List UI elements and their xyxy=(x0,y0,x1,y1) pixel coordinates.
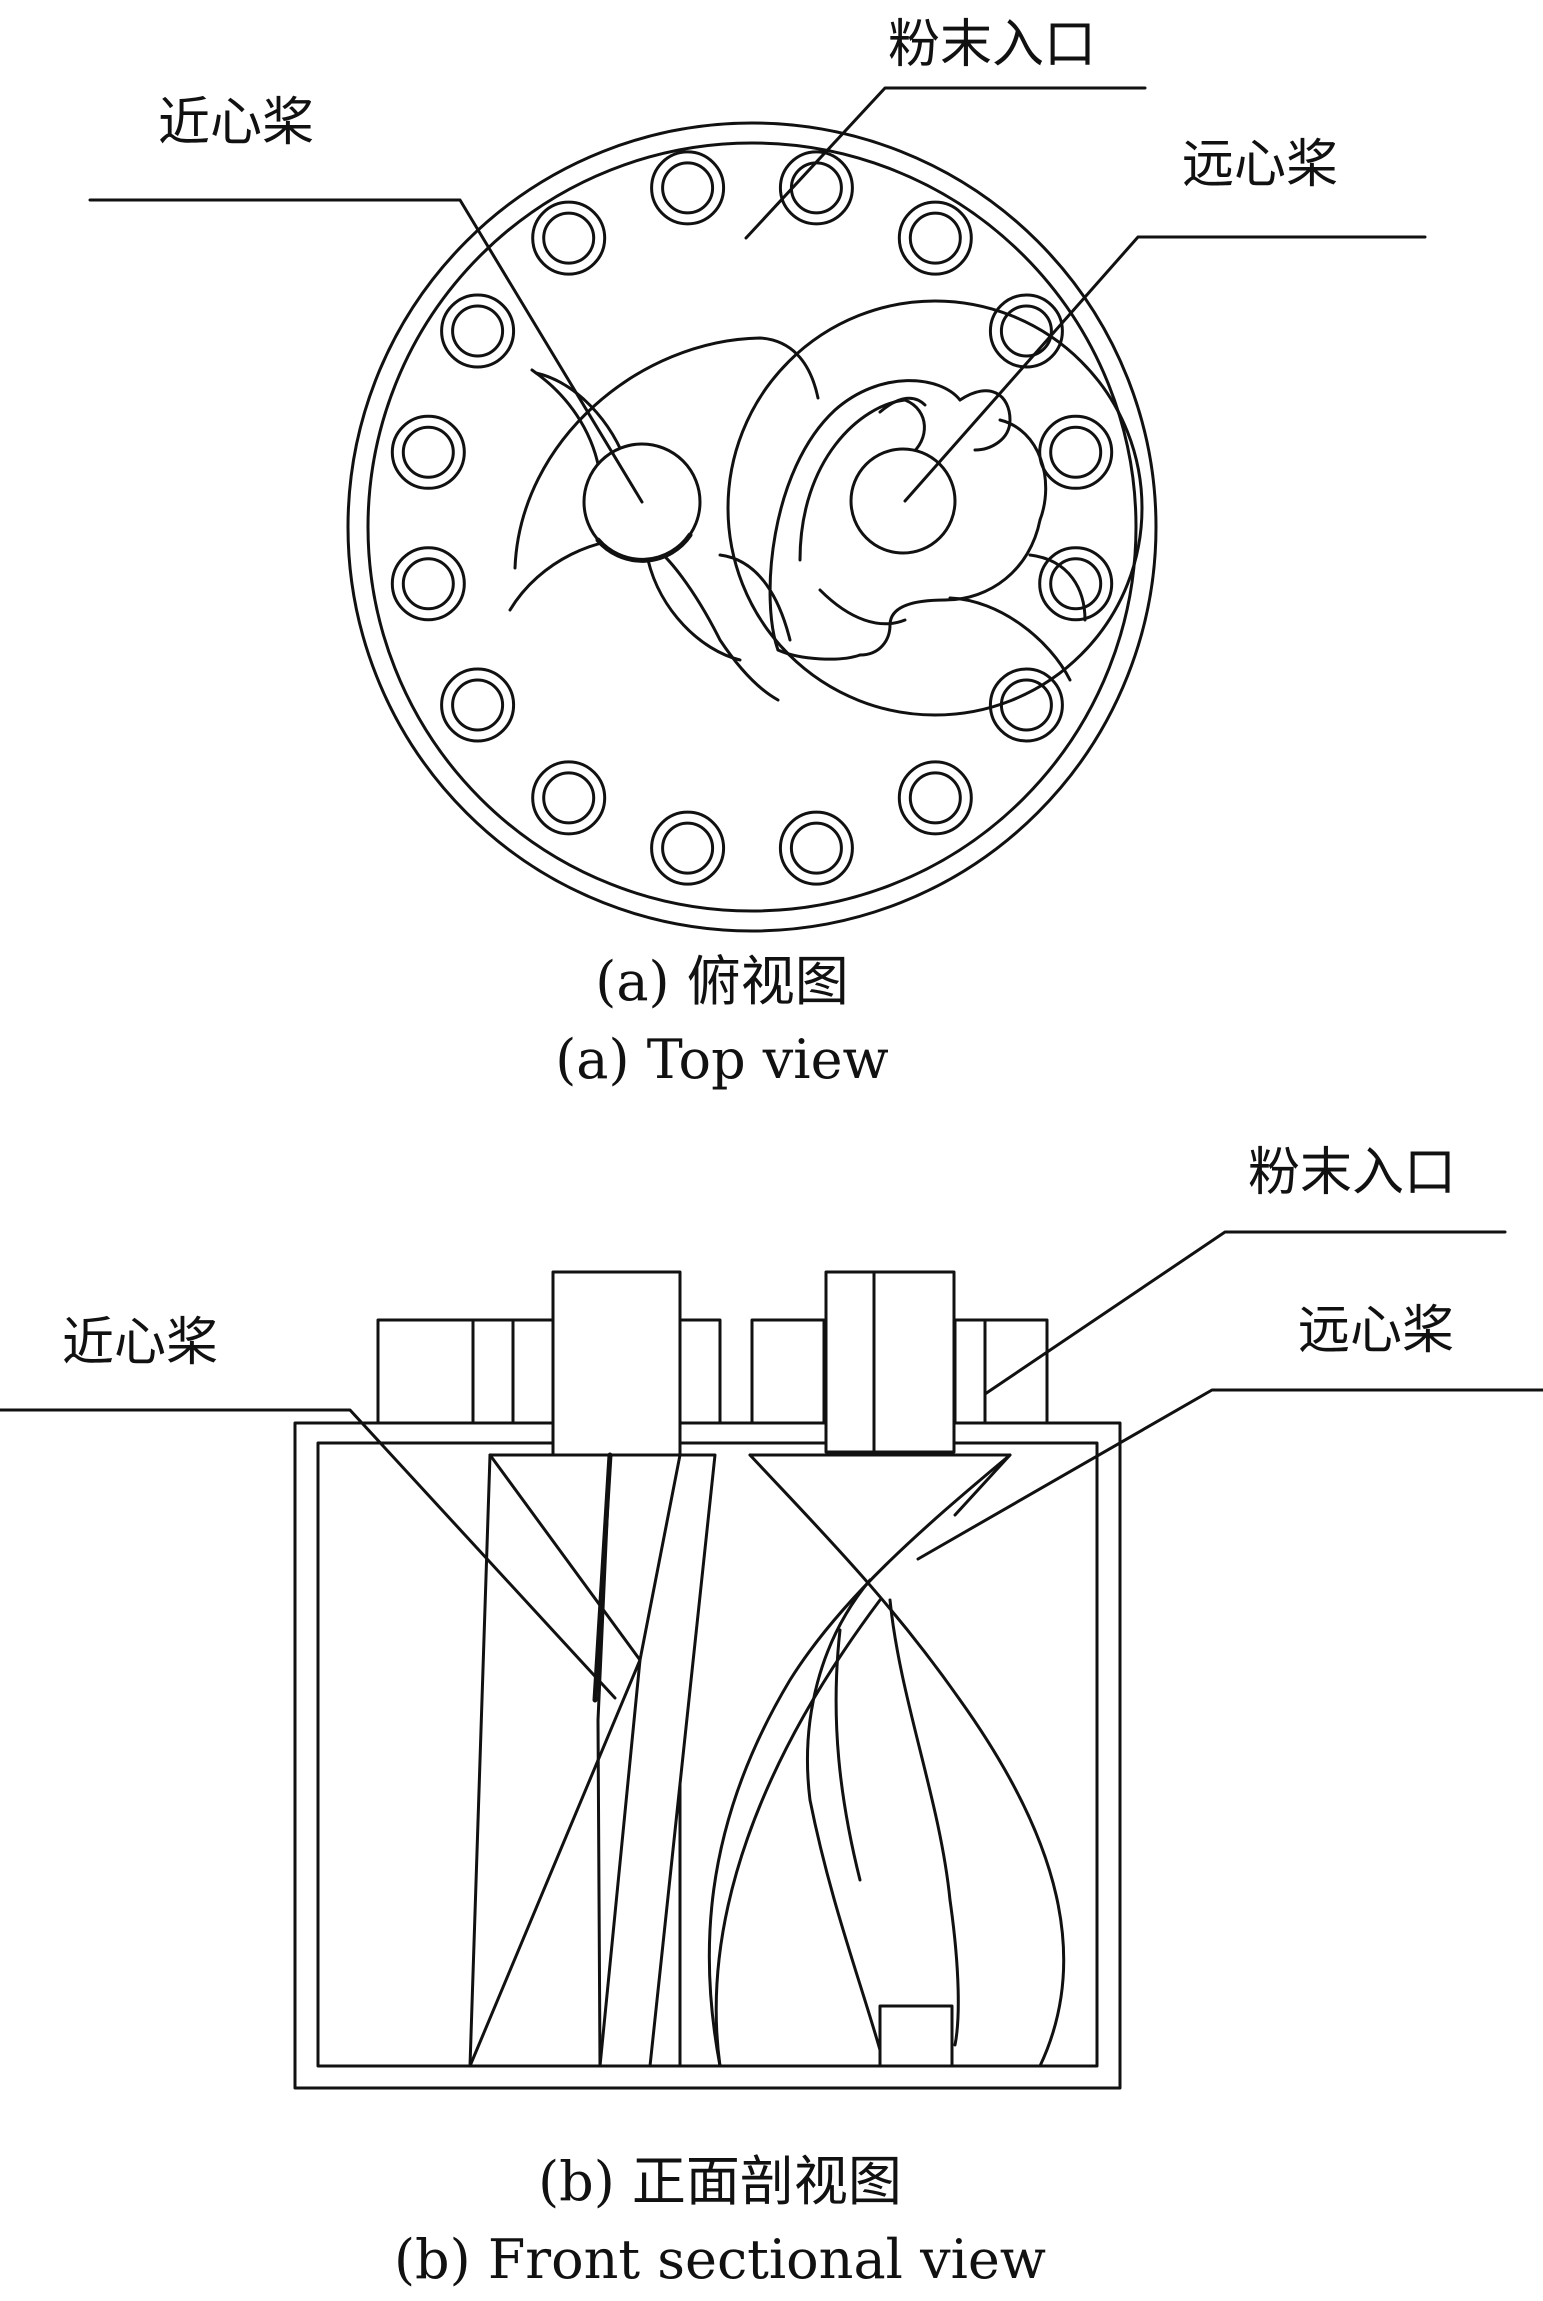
powder-inlet xyxy=(778,810,854,886)
inlet-inner-ring xyxy=(908,211,962,265)
powder-inlet xyxy=(650,810,726,886)
label-far-center-paddle-front: 远心桨 xyxy=(1298,1301,1454,1361)
near-center-paddle-top xyxy=(508,336,820,702)
inlet-inner-ring xyxy=(661,821,715,875)
far-center-shaft xyxy=(849,447,957,555)
powder-inlet xyxy=(988,293,1064,369)
inlet-inner-ring xyxy=(999,304,1053,358)
inlet-inner-ring xyxy=(1049,425,1103,479)
caption-top-en: (a) Top view xyxy=(555,1028,889,1091)
powder-inlet xyxy=(897,760,973,836)
caption-top-cn: (a) 俯视图 xyxy=(595,950,849,1013)
inlet-inner-ring xyxy=(999,678,1053,732)
front-view-leaders xyxy=(0,1230,1543,1700)
powder-inlet xyxy=(531,200,607,276)
powder-inlet xyxy=(390,546,466,622)
inlet-inner-ring xyxy=(542,771,596,825)
caption-front-cn: (b) 正面剖视图 xyxy=(538,2150,902,2213)
near-center-paddle-front xyxy=(468,1270,717,2068)
inlet-inner-ring xyxy=(661,161,715,215)
inlet-inner-ring xyxy=(908,771,962,825)
far-center-paddle-top xyxy=(726,299,1144,717)
inlet-inner-ring xyxy=(401,425,455,479)
label-near-center-paddle-top: 近心桨 xyxy=(158,93,314,153)
front-view: 粉末入口 近心桨 远心桨 (b) 正面剖视图 (b) Front section… xyxy=(0,1143,1543,2291)
vessel-section xyxy=(293,1421,1122,2090)
powder-inlet xyxy=(650,150,726,226)
caption-front-en: (b) Front sectional view xyxy=(394,2228,1046,2291)
top-view: 粉末入口 近心桨 远心桨 (a) 俯视图 (a) Top view xyxy=(88,15,1427,1091)
label-far-center-paddle-top: 远心桨 xyxy=(1182,135,1338,195)
powder-inlet-ring xyxy=(390,150,1114,886)
label-powder-inlet-front: 粉末入口 xyxy=(1248,1143,1456,1203)
vessel-inner-wall xyxy=(366,141,1138,913)
vessel-outer-wall xyxy=(346,121,1158,933)
inlet-inner-ring xyxy=(451,678,505,732)
far-center-paddle-outline xyxy=(726,299,1144,717)
powder-inlet xyxy=(778,150,854,226)
far-center-paddle-front xyxy=(707,1270,1066,2068)
label-near-center-paddle-front: 近心桨 xyxy=(62,1313,218,1373)
inlet-inner-ring xyxy=(789,161,843,215)
inlet-inner-ring xyxy=(451,304,505,358)
inlet-inner-ring xyxy=(789,821,843,875)
inlet-inner-ring xyxy=(542,211,596,265)
powder-inlet xyxy=(440,667,516,743)
powder-inlet xyxy=(531,760,607,836)
powder-inlet xyxy=(440,293,516,369)
inlet-inner-ring xyxy=(401,557,455,611)
powder-inlet xyxy=(897,200,973,276)
top-view-leaders xyxy=(88,86,1427,504)
powder-inlet xyxy=(390,414,466,490)
powder-inlet xyxy=(1038,414,1114,490)
label-powder-inlet-top: 粉末入口 xyxy=(888,15,1096,75)
